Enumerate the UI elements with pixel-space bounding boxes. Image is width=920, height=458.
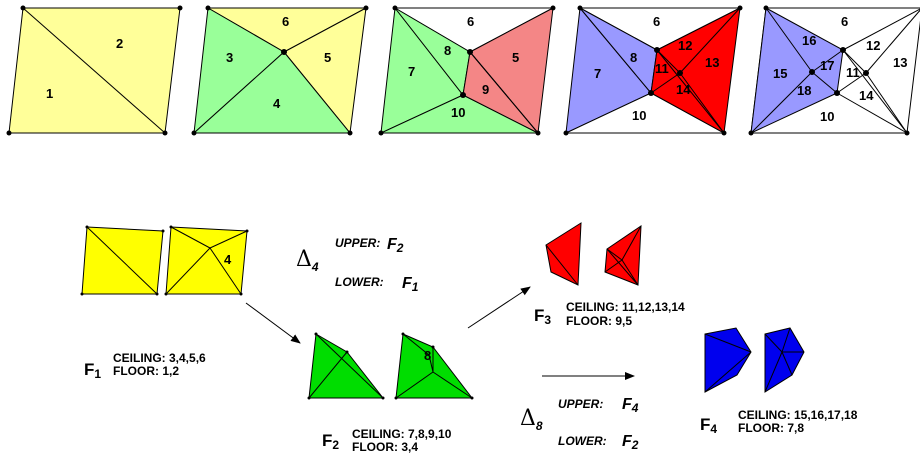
label-18: 18: [797, 83, 811, 98]
label-11: 11: [655, 61, 669, 76]
label-9: 9: [482, 82, 489, 97]
delta4-symbol: Δ4: [296, 247, 319, 274]
label-10: 10: [451, 105, 465, 120]
label-8: 8: [444, 43, 451, 58]
delta4-lower-f: F1: [402, 275, 419, 294]
f1-shapes: 4: [80, 225, 249, 296]
f2-caption: F2 CEILING: 7,8,9,10 FLOOR: 3,4: [322, 427, 452, 454]
f3-shapes: [545, 222, 642, 286]
arrow-f1-to-f2: [245, 302, 301, 344]
label-15: 15: [773, 66, 787, 81]
panel-3: 6 7 8 5 9 10: [378, 5, 556, 136]
f3-ceiling: CEILING: 11,12,13,14: [566, 300, 685, 314]
label-14: 14: [859, 88, 874, 103]
label-3: 3: [226, 50, 233, 65]
label-8: 8: [630, 50, 637, 65]
delta4-upper-f: F2: [387, 236, 404, 255]
panel-1: 1 2: [6, 5, 183, 136]
label-16: 16: [802, 33, 816, 48]
f4-floor: FLOOR: 7,8: [738, 421, 804, 435]
f4-shape-b: [764, 327, 805, 393]
delta8-group: Δ8 UPPER: F4 LOWER: F2: [520, 396, 639, 452]
arrow-f2-to-f3: [467, 286, 531, 329]
f1-floor: FLOOR: 1,2: [113, 364, 179, 378]
f2-name: F2: [322, 431, 339, 452]
f4-caption: F4 CEILING: 15,16,17,18 FLOOR: 7,8: [700, 408, 858, 436]
panel-4: 6 7 8 12 11 13 14 10: [563, 5, 743, 136]
delta8-lower-f: F2: [622, 433, 639, 452]
label-10: 10: [632, 108, 646, 123]
label-7: 7: [594, 66, 601, 81]
f2-ceiling: CEILING: 7,8,9,10: [352, 427, 452, 441]
f2-shapes: 8: [307, 332, 474, 400]
f1-face-label: 4: [224, 252, 232, 267]
f3-shape-a: [545, 222, 582, 286]
delta8-lower-label: LOWER:: [558, 434, 607, 448]
delta4-lower-label: LOWER:: [335, 275, 384, 289]
label-5: 5: [512, 50, 519, 65]
delta4-group: Δ4 UPPER: F2 LOWER: F1: [296, 236, 419, 294]
label-10: 10: [820, 109, 834, 124]
label-6: 6: [467, 14, 474, 29]
label-6: 6: [282, 14, 289, 29]
f2-floor: FLOOR: 3,4: [352, 440, 418, 454]
delta8-upper-f: F4: [622, 396, 639, 415]
delta4-upper-label: UPPER:: [335, 236, 380, 250]
label-13: 13: [705, 55, 719, 70]
panel-2-face-4: [192, 51, 352, 134]
f4-ceiling: CEILING: 15,16,17,18: [738, 408, 858, 422]
label-17: 17: [820, 58, 834, 73]
panel-1-diagonal: [22, 7, 166, 134]
label-14: 14: [676, 82, 691, 97]
f2-shape-a: [308, 333, 385, 399]
label-5: 5: [324, 50, 331, 65]
label-13: 13: [893, 55, 907, 70]
label-1: 1: [46, 86, 53, 101]
panel-5: 6 16 12 15 17 11 13 18 14 10: [748, 5, 920, 136]
f3-name: F3: [534, 306, 551, 327]
panel-2: 3 4 5 6: [191, 5, 369, 136]
f2-face-label: 8: [424, 348, 431, 363]
label-4: 4: [273, 96, 281, 111]
delta8-symbol: Δ8: [520, 406, 543, 433]
f1-caption: F1 CEILING: 3,4,5,6 FLOOR: 1,2: [84, 351, 206, 381]
label-6: 6: [841, 14, 848, 29]
f4-name: F4: [700, 415, 717, 436]
label-7: 7: [408, 64, 415, 79]
f1-ceiling: CEILING: 3,4,5,6: [113, 351, 206, 365]
label-6: 6: [653, 14, 660, 29]
f3-floor: FLOOR: 9,5: [566, 314, 632, 328]
f4-shape-a: [704, 327, 752, 393]
label-2: 2: [116, 36, 123, 51]
label-12: 12: [678, 38, 692, 53]
label-12: 12: [866, 38, 880, 53]
f4-shapes: [704, 327, 805, 393]
f3-caption: F3 CEILING: 11,12,13,14 FLOOR: 9,5: [534, 300, 685, 328]
label-11: 11: [846, 65, 860, 80]
f2-shape-b: [395, 333, 474, 399]
delta8-upper-label: UPPER:: [558, 397, 603, 411]
f1-name: F1: [84, 360, 101, 381]
